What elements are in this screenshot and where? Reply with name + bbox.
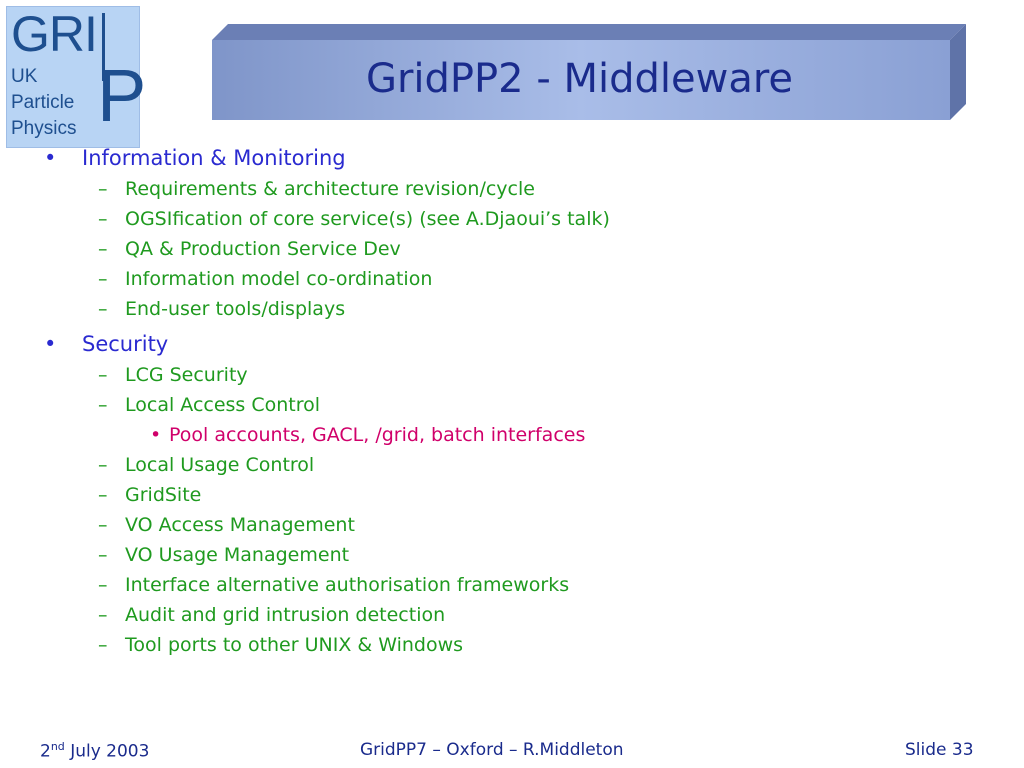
footer-date-rest: July 2003 [64,741,150,762]
item-text: Information & Monitoring [82,146,346,170]
dash-marker: – [98,604,108,626]
dash-marker: – [98,544,108,566]
title-banner: GridPP2 - Middleware [212,24,966,120]
item-text: Information model co-ordination [125,268,433,290]
dash-marker: – [98,634,108,656]
logo-grid-text: GRI [11,6,98,62]
item-text: Interface alternative authorisation fram… [125,574,570,596]
dash-marker: – [98,484,108,506]
footer-date-suffix: nd [50,740,65,753]
item-text: LCG Security [125,364,248,386]
bullet-marker: • [44,146,57,170]
item-text: GridSite [125,484,202,506]
dash-marker: – [98,178,108,200]
item-text: Security [82,332,169,356]
logo-vertical-bar [102,13,105,81]
footer-date: 2nd July 2003 [40,740,149,762]
item-text: Tool ports to other UNIX & Windows [125,634,464,656]
dash-marker: – [98,514,108,536]
page-title: GridPP2 - Middleware [365,56,794,102]
dash-marker: – [98,268,108,290]
logo-line-particle: Particle [11,92,75,113]
dash-marker: – [98,574,108,596]
dash-marker: – [98,238,108,260]
logo-line-physics: Physics [11,118,77,139]
gridpp-logo: GRI P UK Particle Physics [6,6,146,148]
item-text: VO Usage Management [125,544,350,566]
dash-marker: – [98,394,108,416]
item-text: QA & Production Service Dev [125,238,401,260]
item-text: Requirements & architecture revision/cyc… [125,178,535,200]
item-text: OGSIfication of core service(s) (see A.D… [125,208,610,230]
item-text: VO Access Management [125,514,355,536]
banner-bevel-shape [212,24,966,120]
dash-marker: – [98,454,108,476]
bullet-marker: • [150,424,162,446]
footer-slide-number: Slide 33 [905,740,974,760]
item-text: Audit and grid intrusion detection [125,604,446,626]
item-text: Local Usage Control [125,454,315,476]
footer-date-day: 2 [40,741,51,762]
bullet-marker: • [44,332,57,356]
item-text: Local Access Control [125,394,321,416]
dash-marker: – [98,208,108,230]
logo-line-uk: UK [11,66,38,87]
dash-marker: – [98,298,108,320]
footer-center: GridPP7 – Oxford – R.Middleton [360,740,624,760]
logo-p-text: P [97,54,147,137]
item-text: Pool accounts, GACL, /grid, batch interf… [169,424,586,446]
dash-marker: – [98,364,108,386]
item-text: End-user tools/displays [125,298,346,320]
